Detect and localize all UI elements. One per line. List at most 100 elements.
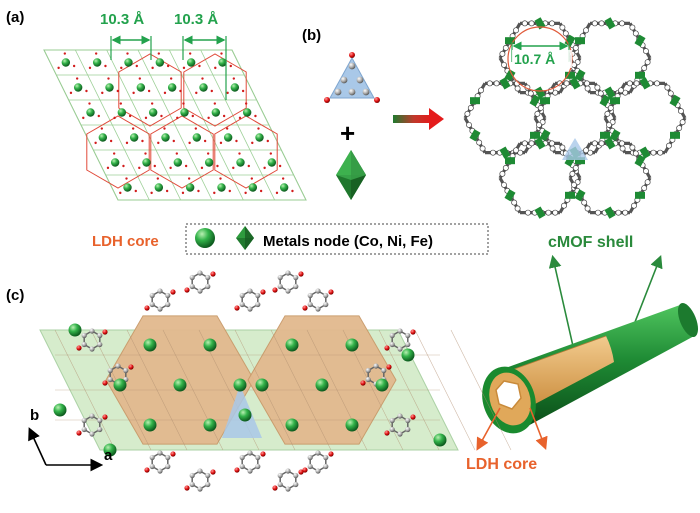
metal-sphere — [98, 133, 108, 142]
carbon-atom — [340, 76, 348, 84]
linker-ring — [191, 470, 209, 490]
oxygen-atom — [384, 430, 390, 436]
metal-sphere — [86, 108, 95, 117]
carbon-atom — [123, 367, 129, 374]
metal-sphere — [315, 378, 329, 392]
carbon-atom — [157, 306, 163, 312]
ring-atom — [629, 144, 636, 151]
carbon-atom — [205, 283, 211, 290]
oxygen-dot — [107, 77, 110, 80]
carbon-atom — [205, 274, 211, 281]
blue-triangle-linker-icon — [324, 52, 380, 103]
carbon-atom — [189, 481, 195, 488]
metal-node — [604, 206, 616, 219]
ring-atom — [644, 59, 651, 66]
ring-atom — [650, 149, 657, 156]
metal-sphere — [255, 378, 269, 392]
panel-b-label: (b) — [302, 27, 321, 44]
oxygen-dot — [160, 114, 163, 118]
ring-atom — [466, 121, 472, 128]
ring-atom — [632, 150, 639, 157]
ring-atom — [563, 80, 570, 87]
carbon-atom — [149, 301, 155, 308]
carbon-atom — [397, 413, 403, 419]
metal-node — [574, 69, 586, 82]
oxygen-dot — [138, 166, 141, 170]
metal-node — [604, 17, 616, 30]
ring-atom — [559, 144, 566, 151]
oxygen-dot — [213, 191, 216, 195]
oxygen-dot — [147, 89, 151, 93]
metal-node — [569, 77, 581, 90]
carbon-atom — [255, 292, 261, 299]
oxygen-dot — [94, 52, 98, 55]
ring-atom — [619, 145, 626, 152]
carbon-atom — [89, 413, 95, 419]
oxygen-atom — [144, 305, 150, 311]
panel-a-lattice-grid — [43, 49, 307, 201]
carbon-atom — [277, 481, 283, 488]
linker-triangle-highlight — [562, 138, 588, 160]
oxygen-atom — [302, 305, 308, 311]
ring-atom — [572, 165, 579, 171]
panel-c-metal-spheres — [53, 323, 447, 457]
metal-sphere — [73, 83, 83, 92]
oxygen-dot — [125, 141, 129, 145]
metal-node — [540, 97, 550, 105]
carbon-atom — [285, 288, 291, 294]
metal-node — [604, 86, 616, 99]
metal-sphere — [92, 58, 102, 67]
oxygen-dot — [191, 114, 194, 118]
oxygen-atom — [210, 469, 216, 475]
carbon-atom — [285, 270, 291, 276]
oxygen-atom — [386, 364, 392, 370]
ring-atom — [606, 121, 612, 128]
oxygen-dot — [188, 52, 192, 55]
metal-node — [470, 97, 480, 105]
ring-atom — [499, 170, 506, 177]
metal-sphere — [143, 338, 157, 352]
ring-atom — [536, 121, 542, 128]
metal-sphere — [68, 323, 82, 337]
ring-atom — [679, 119, 686, 126]
ring-atom — [528, 20, 535, 27]
oxygen-dot — [250, 177, 254, 180]
oxygen-dot — [182, 102, 185, 105]
ring-atom — [644, 179, 651, 186]
metal-node — [529, 94, 541, 107]
carbon-atom — [165, 463, 171, 470]
ring-atom — [534, 110, 541, 117]
metal-sphere — [143, 418, 157, 432]
metal-sphere — [61, 58, 71, 67]
ring-atom — [479, 145, 486, 152]
ring-atom — [521, 20, 528, 27]
carbon-atom — [89, 328, 95, 334]
ring-atom — [678, 108, 684, 115]
oxygen-atom — [374, 97, 380, 103]
oxygen-atom — [128, 364, 134, 370]
carbon-atom — [277, 472, 283, 479]
oxygen-dot — [278, 164, 282, 168]
green-octahedron-icon — [336, 150, 366, 200]
carbon-atom — [197, 270, 203, 276]
metal-node — [600, 131, 610, 139]
oxygen-dot — [241, 89, 245, 93]
oxygen-dot — [163, 127, 166, 130]
pore-size-label: 10.7 Å — [514, 51, 555, 67]
oxygen-atom — [298, 271, 304, 277]
metal-node — [670, 131, 680, 139]
ring-atom — [583, 27, 589, 34]
carbon-atom — [239, 463, 245, 470]
oxygen-dot — [195, 91, 198, 95]
metal-node — [534, 86, 546, 99]
carbon-atom — [315, 450, 321, 456]
panel-c-linker-rings — [76, 270, 416, 492]
oxygen-dot — [207, 116, 210, 120]
oxygen-dot — [132, 91, 135, 95]
hexagon-outline — [150, 115, 214, 189]
ring-atom — [571, 181, 577, 188]
carbon-atom — [197, 288, 203, 294]
linker-ring — [309, 290, 327, 310]
carbon-atom — [389, 341, 395, 348]
oxygen-dot — [69, 91, 73, 95]
